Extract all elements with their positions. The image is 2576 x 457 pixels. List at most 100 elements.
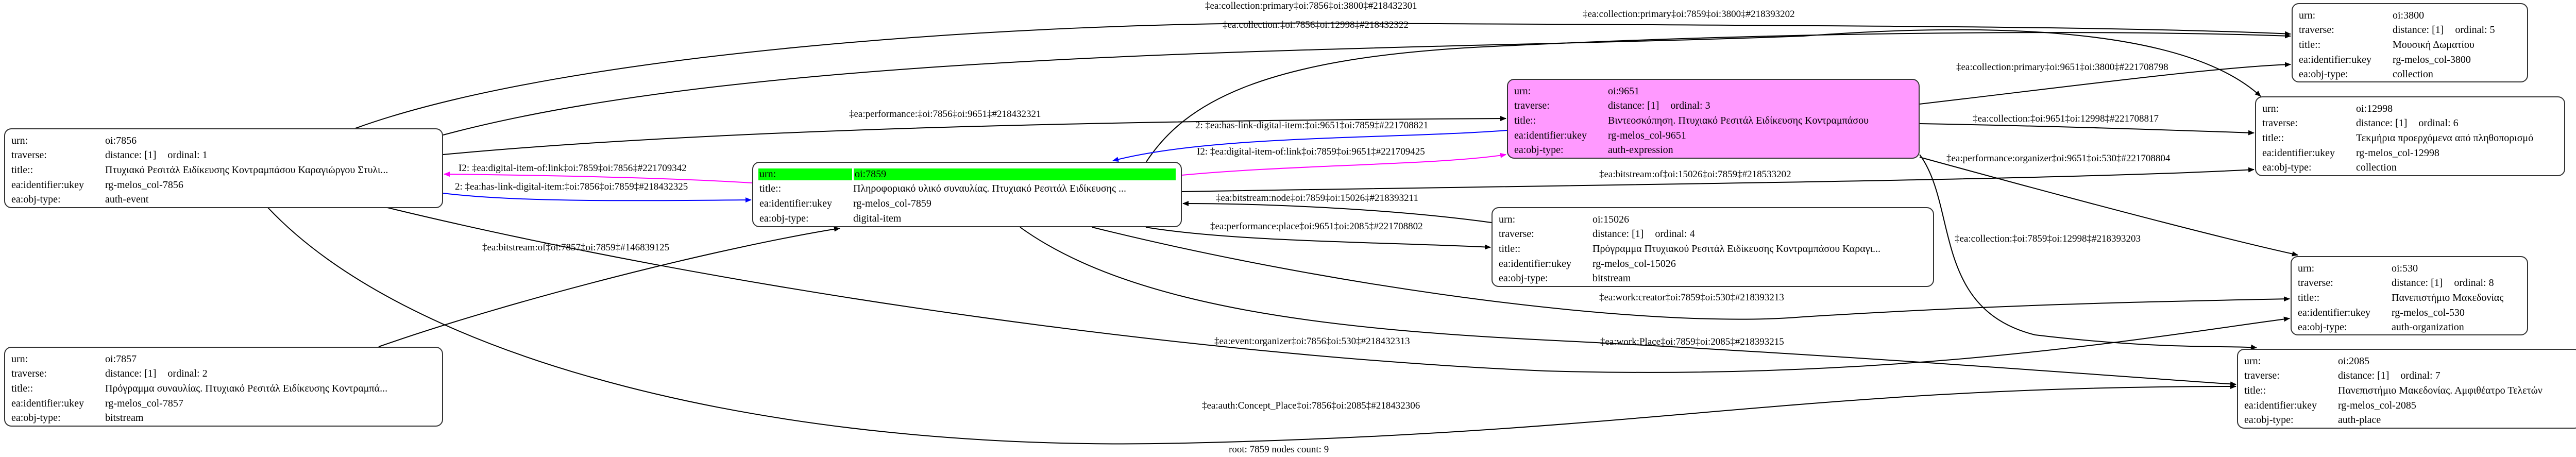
field-value: distance: [1] (1608, 100, 1659, 112)
traverse-value: distance: [1]ordinal: 5 (2392, 24, 2522, 36)
field-value: Τεκμήρια προερχόμενα από πληθοπορισμό (2356, 132, 2534, 144)
field-label: ea:identifier:ukey (2298, 307, 2371, 318)
node-field-row: traverse: distance: [1]ordinal: 5 (2298, 23, 2522, 38)
field-value: rg-melos_col-12998 (2356, 147, 2439, 159)
field-value: Πανεπιστήμιο Μακεδονίας. Αμφιθέατρο Τελε… (2338, 384, 2543, 396)
node-field-row: title::Μουσική Δωματίου (2298, 38, 2522, 53)
edge-label: ‡ea:auth:Concept_Place‡oi:7856‡oi:2085‡#… (1202, 400, 1420, 411)
field-value: Πτυχιακό Ρεσιτάλ Ειδίκευσης Κοντραμπάσου… (105, 164, 388, 176)
field-label: ea:obj-type: (2298, 321, 2347, 333)
field-value: Πληροφοριακό υλικό συναυλίας. Πτυχιακό Ρ… (853, 183, 1126, 195)
node-field-row: traverse:distance: [1]ordinal: 7 (2243, 369, 2575, 384)
field-label: traverse: (2244, 370, 2280, 382)
edge-line (1181, 167, 2255, 192)
field-value: rg-melos_col-7859 (853, 197, 931, 209)
node-field-row: urn:oi:3800 (2298, 8, 2522, 23)
field-value: distance: [1] (105, 149, 157, 161)
field-label: urn: (2298, 262, 2315, 274)
edge-label: I2: ‡ea:digital-item-of:link‡oi:7859‡oi:… (1197, 146, 1425, 157)
traverse-value: distance: [1]ordinal: 1 (104, 149, 437, 161)
node-field-row: traverse:distance: [1]ordinal: 8 (2297, 276, 2522, 291)
field-value: collection (2356, 162, 2397, 174)
edge-line (1020, 227, 2236, 387)
field-label: urn: (2262, 103, 2279, 114)
field-label: traverse: (1514, 100, 1550, 112)
field-label: ea:obj-type: (11, 412, 61, 424)
field-value: distance: [1] (1592, 228, 1644, 240)
node-field-row: title::Πτυχιακό Ρεσιτάλ Ειδίκευσης Κοντρ… (10, 163, 437, 178)
node-field-row: title::Πληροφοριακό υλικό συναυλίας. Πτυ… (758, 182, 1176, 197)
edge-label: 2: ‡ea:has-link-digital-item:‡oi:7856‡oi… (455, 181, 688, 192)
field-value: distance: [1] (2338, 370, 2389, 382)
node-field-row: urn:oi:9651 (1513, 84, 1913, 99)
node-field-row: urn: oi:530 (2297, 261, 2522, 276)
field-value: oi:3800 (2393, 9, 2425, 21)
node-field-row: ea:obj-type: bitstream (10, 411, 437, 426)
node-field-row: ea:obj-type:auth-event (10, 192, 437, 207)
field-value: rg-melos_col-3800 (2393, 54, 2471, 65)
ordinal-value: ordinal: 3 (1670, 100, 1710, 112)
field-label: ea:obj-type: (2244, 414, 2294, 426)
edge-line (387, 207, 2290, 373)
field-label: urn: (2244, 355, 2261, 367)
edge-line (443, 116, 1506, 155)
field-label: ea:obj-type: (2299, 69, 2348, 80)
node-field-row: urn:oi:2085 (2243, 354, 2575, 369)
node-field-row: title::Πρόγραμμα Πτυχιακού Ρεσιτάλ Ειδίκ… (1498, 242, 1928, 257)
field-value: rg-melos_col-9651 (1608, 129, 1686, 141)
field-value: rg-melos_col-15026 (1592, 258, 1676, 269)
ordinal-value: ordinal: 8 (2454, 277, 2494, 289)
field-label: ea:obj-type: (1499, 273, 1548, 284)
field-label: traverse: (11, 149, 47, 161)
field-value: oi:530 (2392, 262, 2418, 274)
node-field-row: urn: oi:12998 (2261, 101, 2559, 116)
field-value: oi:9651 (1608, 85, 1640, 97)
field-label: title:: (2244, 384, 2266, 396)
field-label: traverse: (2299, 24, 2334, 36)
graph-footer: root: 7859 nodes count: 9 (1229, 444, 1329, 455)
edge-line (1112, 130, 1507, 162)
field-label: urn: (758, 168, 852, 180)
edge-line (1919, 157, 2298, 257)
edge-label: ‡ea:bitstream:of‡oi:7857‡oi:7859‡#146839… (482, 242, 669, 253)
field-label: ea:identifier:ukey (2244, 399, 2317, 411)
node-field-row: ea:obj-type:auth-expression (1513, 143, 1913, 158)
edge-label: ‡ea:bitstream:of‡oi:15026‡oi:7859‡#21853… (1599, 169, 1791, 180)
field-value: bitstream (105, 412, 144, 424)
node-field-row: traverse: distance: [1] ordinal: 3 (1513, 99, 1913, 114)
edge-label: ‡ea:work:Place‡oi:7859‡oi:2085‡#21839321… (1600, 336, 1784, 347)
ordinal-value: ordinal: 6 (2418, 117, 2459, 129)
field-value: distance: [1] (105, 368, 157, 380)
node-field-row: traverse:distance: [1]ordinal: 4 (1498, 227, 1928, 242)
node-field-row: traverse: distance: [1]ordinal: 1 (10, 148, 437, 163)
field-label: title:: (2299, 39, 2321, 50)
node-field-row: ea:obj-type:collection (2298, 67, 2522, 82)
field-label: ea:identifier:ukey (11, 179, 84, 191)
graph-node-oi-12998[interactable]: urn: oi:12998 traverse:distance: [1]ordina… (2255, 96, 2565, 176)
field-label: title:: (11, 164, 33, 176)
traverse-value: distance: [1] ordinal: 3 (1607, 100, 1913, 112)
ordinal-value: ordinal: 2 (167, 368, 208, 380)
field-value: Πρόγραμμα Πτυχιακού Ρεσιτάλ Ειδίκευσης Κ… (1592, 243, 1880, 255)
node-field-row: traverse:distance: [1]ordinal: 2 (10, 367, 437, 382)
field-value: oi:12998 (2356, 103, 2393, 114)
field-value: bitstream (1592, 273, 1631, 284)
edge-label: ‡ea:performance:place‡oi:9651‡oi:2085‡#2… (1210, 221, 1423, 232)
field-label: ea:identifier:ukey (11, 397, 84, 409)
edge-line (355, 22, 2291, 129)
field-label: title:: (11, 382, 33, 394)
edge-label: ‡ea:performance:‡oi:7856‡oi:9651‡#218432… (849, 109, 1041, 120)
graph-node-oi-530[interactable]: urn: oi:530 traverse:distance: [1]ordinal:… (2291, 256, 2528, 335)
node-field-row: traverse:distance: [1]ordinal: 6 (2261, 116, 2559, 131)
